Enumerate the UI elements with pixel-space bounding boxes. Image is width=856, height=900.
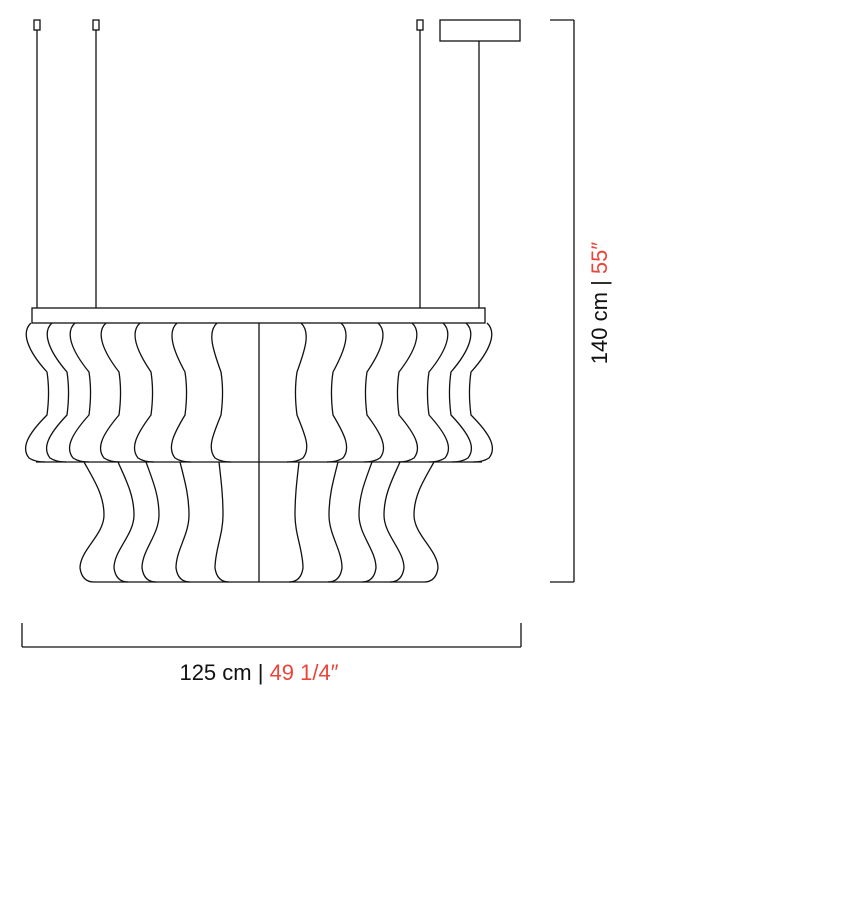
shade-panel-edge <box>396 322 419 463</box>
shade-panel-edge <box>413 461 439 583</box>
shade-panel-edge <box>79 461 105 583</box>
shade-panel-edge <box>214 461 230 583</box>
shade-panel-edge <box>210 322 232 463</box>
shade-panel-edge <box>286 322 308 463</box>
shade-panel-edge <box>175 461 191 583</box>
shade-panel-edge <box>24 322 50 463</box>
shade-panel-edge <box>45 322 70 463</box>
shade-panel-edge <box>363 322 385 463</box>
width-dimension-line <box>21 623 522 648</box>
shade-panel-edge <box>327 461 343 583</box>
width-metric: 125 cm <box>179 660 252 685</box>
upper-tier <box>24 322 494 463</box>
height-metric: 140 cm <box>587 292 612 365</box>
height-imperial: 55″ <box>587 241 612 275</box>
shade-panel-edge <box>99 322 122 463</box>
suspension-cables <box>33 19 521 308</box>
shade-panel-edge <box>426 322 450 463</box>
cable-anchor <box>416 19 424 31</box>
shade-panel-edge <box>141 461 160 583</box>
shade-panel-edge <box>326 322 348 463</box>
cable-anchor <box>92 19 100 31</box>
shade-panel-edge <box>68 322 92 463</box>
width-separator: | <box>251 660 270 685</box>
ceiling-canopy <box>439 19 521 42</box>
shade-panel-edge <box>468 322 494 463</box>
cable-anchor <box>33 19 41 31</box>
shade-panel-edge <box>383 461 405 583</box>
height-dimension-line <box>550 19 575 583</box>
shade-panel-edge <box>358 461 377 583</box>
shade-panel-edge <box>133 322 155 463</box>
width-imperial: 49 1/4″ <box>269 660 339 685</box>
shade-panel-edge <box>113 461 135 583</box>
shade-panel-edge <box>170 322 192 463</box>
shade-panel-edge <box>448 322 473 463</box>
height-dimension-label: 140 cm | 55″ <box>587 242 613 364</box>
width-dimension-label: 125 cm | 49 1/4″ <box>0 660 518 686</box>
height-separator: | <box>587 274 612 293</box>
shade-panel-edge <box>288 461 304 583</box>
top-frame-bar <box>31 307 486 324</box>
